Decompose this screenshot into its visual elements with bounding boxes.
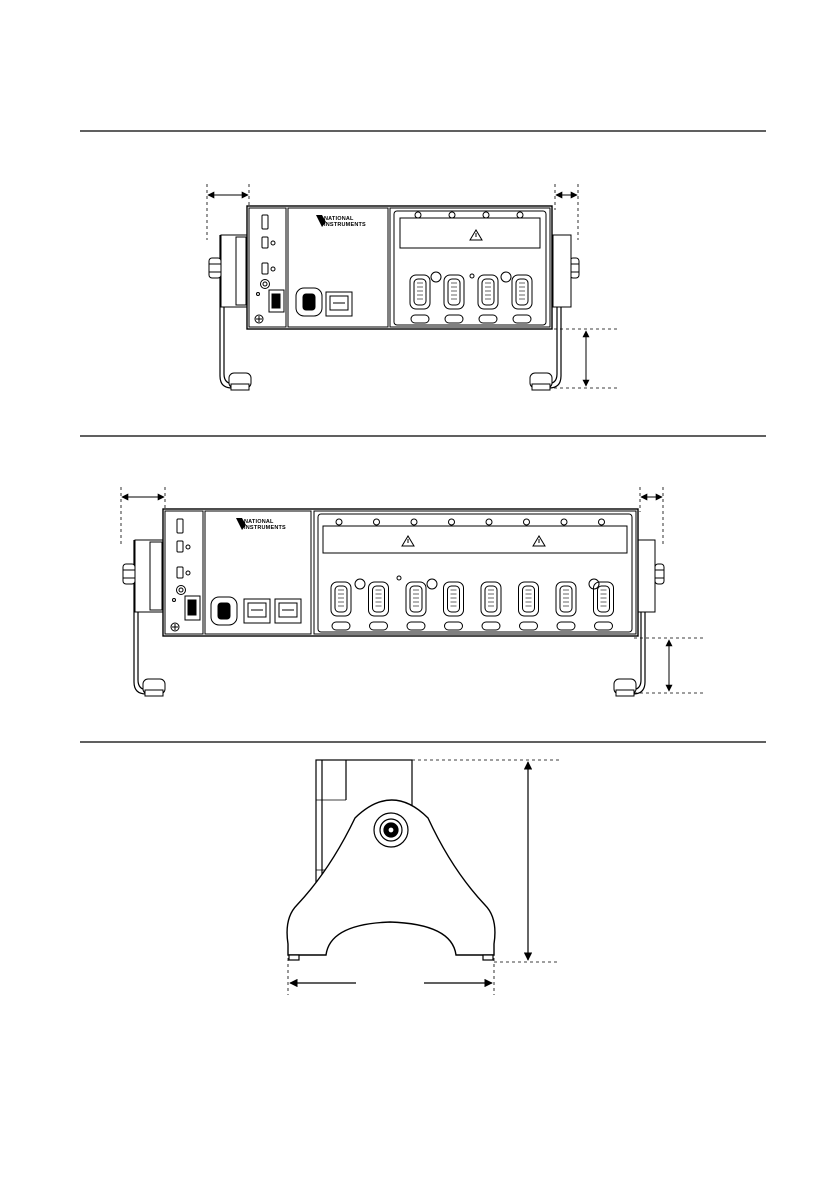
- side-view-figure: [287, 760, 562, 995]
- logo-line2-8: INSTRUMENTS: [244, 525, 286, 531]
- logo-line2: INSTRUMENTS: [324, 222, 366, 228]
